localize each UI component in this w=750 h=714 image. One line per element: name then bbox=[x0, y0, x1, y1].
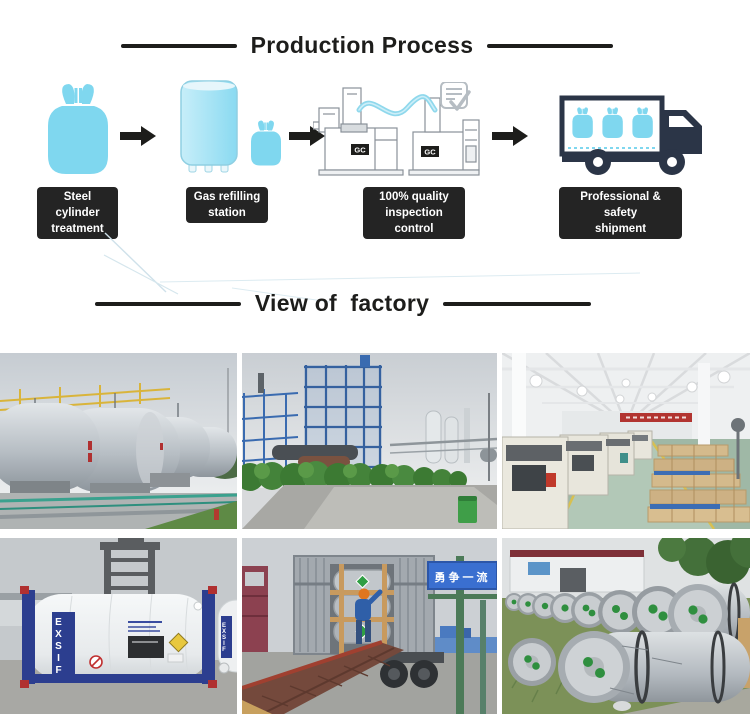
step-label-line: inspection control bbox=[385, 207, 443, 235]
factory-photo-container-loading: 勇争一流 bbox=[242, 538, 497, 714]
heading-rule-left bbox=[120, 43, 237, 48]
small-cylinder-icon bbox=[251, 120, 281, 166]
step-label-safety-shipment: Professional & safety shipment bbox=[559, 187, 682, 239]
refrigerant-cylinder-icon bbox=[48, 84, 108, 174]
inspection-report-icon bbox=[440, 82, 471, 111]
photo-storage-tanks-illustration bbox=[0, 353, 237, 529]
step-label-line: shipment bbox=[594, 223, 647, 235]
production-process-heading: Production Process bbox=[0, 32, 742, 59]
gc-badge-right: GC bbox=[424, 148, 436, 157]
exsif-tank-brand-text: EXSIF bbox=[53, 617, 64, 677]
decorative-lines bbox=[103, 232, 641, 303]
step-label-line: Professional & safety bbox=[580, 191, 661, 219]
factory-photo-ton-cylinder-stock bbox=[502, 538, 750, 714]
delivery-truck-icon bbox=[559, 95, 702, 175]
step-label-line: station bbox=[208, 207, 246, 219]
process-arrow-icon bbox=[492, 126, 528, 146]
photo-loading-illustration bbox=[242, 538, 497, 714]
step-label-line: Gas refilling bbox=[193, 191, 261, 203]
process-arrow-icon bbox=[120, 126, 156, 146]
step-label-gas-refilling-station: Gas refilling station bbox=[186, 187, 268, 223]
gc-badge-left: GC bbox=[354, 146, 366, 155]
factory-photo-iso-tank-container: EXSIF EXSIF bbox=[0, 538, 237, 714]
photo-iso-tank-illustration bbox=[0, 538, 237, 714]
refilling-tank-icon bbox=[180, 80, 238, 173]
step-label-steel-cylinder-treatment: Steel cylinder treatment bbox=[37, 187, 118, 239]
loading-banner-text: 勇争一流 bbox=[434, 572, 491, 584]
factory-photo-distillation-plant bbox=[242, 353, 497, 529]
step-label-line: Steel cylinder bbox=[55, 191, 100, 219]
heading-rule-right bbox=[487, 43, 614, 48]
heading-rule-left bbox=[94, 301, 241, 306]
factory-photo-outdoor-storage-tanks bbox=[0, 353, 237, 529]
step-label-quality-inspection: 100% quality inspection control bbox=[363, 187, 465, 239]
step-label-line: treatment bbox=[51, 223, 104, 235]
photo-plant-illustration bbox=[242, 353, 497, 529]
factory-photo-machining-workshop bbox=[502, 353, 750, 529]
production-process-title: Production Process bbox=[250, 32, 474, 58]
photo-workshop-illustration bbox=[502, 353, 750, 529]
heading-rule-right bbox=[443, 301, 592, 306]
view-of-factory-heading: View of factory bbox=[0, 290, 718, 317]
exsif-tank-brand-text-small: EXSIF bbox=[221, 623, 227, 653]
process-arrow-icon bbox=[289, 126, 325, 146]
gc-inspection-machines-icon: GC GC bbox=[313, 82, 480, 176]
photo-cylinder-stock-illustration bbox=[502, 538, 750, 714]
view-of-factory-title: View of factory bbox=[254, 290, 430, 316]
step-label-line: 100% quality bbox=[379, 191, 449, 203]
